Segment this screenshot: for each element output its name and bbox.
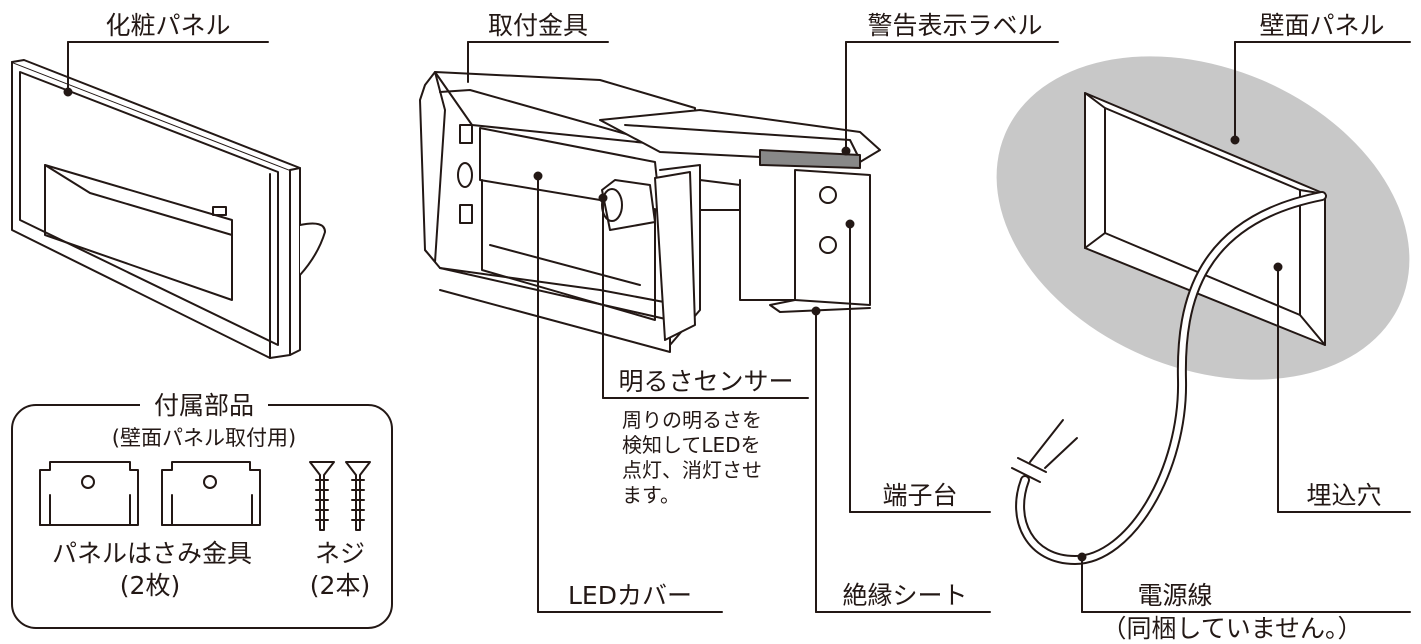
decorative-panel-label: 化粧パネル [105,11,230,40]
power-cable-label: 電源線 [1137,581,1212,610]
panel-clamp-quantity: (2枚) [120,571,180,600]
led-cover-label: LEDカバー [568,581,692,610]
panel-clamp-label: パネルはさみ金具 [52,539,252,568]
mounting-bracket-leader [467,41,609,83]
wall-panel-drawing [996,56,1410,380]
sensor-description-line-3: 点灯、消灯させ [622,458,762,482]
decorative-panel-drawing [11,59,326,359]
decorative-panel-leader [63,41,269,97]
sensor-description-line-1: 周りの明るさを [622,408,762,432]
warning-label-leader [841,41,1059,156]
embed-hole-leader [1273,262,1411,513]
wall-panel-label: 壁面パネル [1259,11,1384,40]
terminal-block-leader [845,219,991,513]
power-cable-leader [1077,552,1411,613]
embed-hole-label: 埋込穴 [1306,481,1381,510]
terminal-block-label: 端子台 [882,481,957,510]
screw-drawing-2 [345,461,371,531]
screw-quantity: (2本) [310,571,370,600]
wall-panel-leader [1230,41,1411,145]
power-cable-drawing [1011,191,1327,565]
accessories-title: 付属部品 [154,391,254,420]
sensor-description-line-2: 検知してLEDを [622,433,761,457]
insulation-sheet-label: 絶縁シート [842,581,967,610]
mounting-bracket-label: 取付金具 [488,11,588,40]
accessories-title-backing [140,393,268,419]
led-cover-leader [533,171,723,613]
panel-clamp-drawing-2 [161,461,261,526]
mounting-bracket-drawing [419,71,881,353]
brightness-sensor-leader [598,193,809,399]
sensor-description-line-4: ます。 [622,483,680,507]
insulation-sheet-leader [811,306,991,613]
warning-label-label: 警告表示ラベル [867,11,1042,40]
accessories-subtitle: (壁面パネル取付用) [112,426,296,450]
screw-label: ネジ [315,539,365,568]
panel-clamp-drawing-1 [39,461,139,526]
screw-drawing-1 [309,461,335,531]
power-cable-note: （同梱していません。） [1101,614,1362,643]
brightness-sensor-label: 明るさセンサー [618,367,793,396]
